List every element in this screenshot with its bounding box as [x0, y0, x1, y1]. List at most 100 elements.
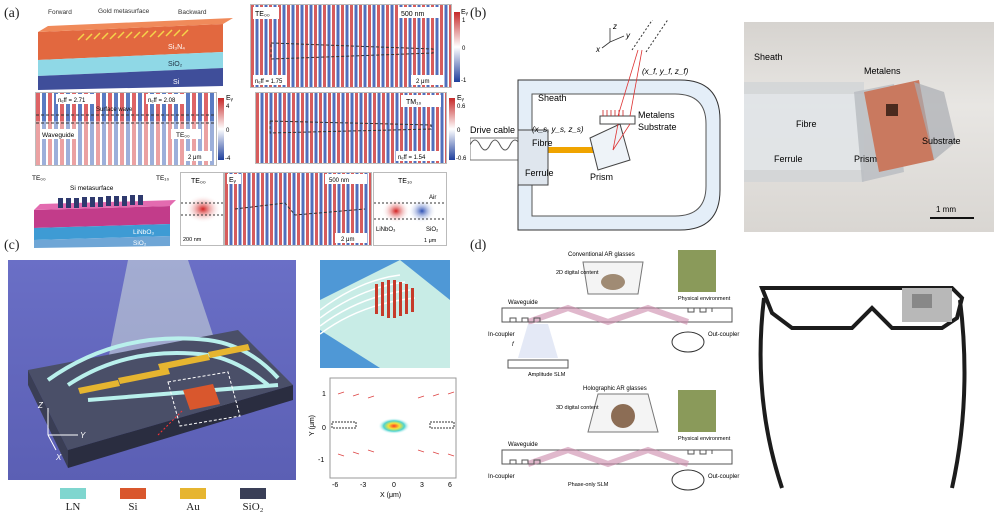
schematic-metalens: Metalens	[638, 110, 675, 120]
legend-swatch-au	[180, 488, 206, 499]
panel-label-b: (b)	[470, 6, 487, 21]
panel-label-c: (c)	[4, 238, 20, 253]
legend-item-si: Si	[120, 488, 146, 513]
metalens-probe-schematic: z y x Sheath Drive cable Fibre Ferrule P…	[470, 20, 721, 231]
plot-xlabel: X (μm)	[380, 492, 401, 499]
svg-text:SiO₂: SiO₂	[426, 227, 439, 233]
svg-text:-3: -3	[360, 482, 366, 489]
legend-swatch-ln	[60, 488, 86, 499]
svg-text:nₑff = 1.54: nₑff = 1.54	[398, 155, 426, 161]
panel-label-d: (d)	[470, 238, 487, 253]
label-gold-metasurface: Gold metasurface	[98, 8, 150, 15]
svg-text:TE₀₀: TE₀₀	[176, 132, 190, 139]
svg-text:Eᵧ: Eᵧ	[461, 9, 469, 16]
svg-text:Out-coupler: Out-coupler	[708, 474, 739, 480]
field-distribution-plot: 1 0 -1 -6 -3 0 3 6 X (μm) Y (μm)	[308, 374, 460, 499]
label-forward: Forward	[48, 9, 72, 16]
svg-text:TE₀₀: TE₀₀	[191, 178, 206, 185]
svg-text:X: X	[55, 453, 62, 462]
schematic-sheath: Sheath	[538, 93, 567, 103]
svg-text:f: f	[512, 342, 515, 348]
svg-text:Surface wave: Surface wave	[96, 107, 133, 113]
legend-item-au: Au	[180, 488, 206, 513]
svg-text:Z: Z	[37, 401, 44, 410]
svg-text:Out-coupler: Out-coupler	[708, 332, 739, 338]
svg-text:x: x	[595, 45, 601, 54]
svg-text:200 nm: 200 nm	[183, 237, 202, 243]
gold-metasurface-schematic: Forward Backward Gold metasurface Si₃N₄ …	[38, 8, 233, 90]
svg-text:Eᵧ: Eᵧ	[226, 95, 234, 102]
ar-glasses-photo	[752, 258, 992, 498]
schematic-source: (x_s, y_s, z_s)	[532, 125, 584, 134]
svg-text:SiO₂: SiO₂	[133, 240, 147, 247]
label-si3n4: Si₃N₄	[168, 44, 185, 51]
mode-profile-te00: TE₀₀ 200 nm	[180, 172, 224, 246]
svg-text:500 nm: 500 nm	[329, 178, 349, 184]
legend-item-ln: LN	[60, 488, 86, 513]
svg-text:3: 3	[420, 482, 424, 489]
svg-text:2D digital content: 2D digital content	[556, 270, 599, 276]
metalens-probe-photo: Sheath Metalens Fibre Ferrule Prism Subs…	[744, 22, 994, 232]
svg-text:Conventional AR glasses: Conventional AR glasses	[568, 252, 635, 258]
svg-text:Holographic AR glasses: Holographic AR glasses	[583, 386, 647, 392]
lithium-niobate-chip-render: Z Y X	[8, 260, 296, 480]
svg-text:Physical environment: Physical environment	[678, 296, 731, 302]
svg-text:-1: -1	[461, 78, 467, 84]
si-metasurface-linbo3-schematic: TE₀₀ TE₁₀ Si metasurface LiNbO₃ SiO₂	[32, 175, 176, 248]
scale-2um: 2 μm	[416, 79, 429, 85]
svg-text:4: 4	[226, 104, 230, 110]
legend-swatch-si	[120, 488, 146, 499]
label-sio2: SiO₂	[168, 61, 183, 68]
field-map-surface-wave: nₑff = 2.71 nₑff = 2.08 Surface wave Wav…	[35, 92, 217, 166]
svg-text:LiNbO₃: LiNbO₃	[133, 229, 154, 236]
svg-text:Eᵧ: Eᵧ	[229, 177, 237, 184]
ar-glasses-schematic: Conventional AR glasses 2D digital conte…	[488, 250, 739, 491]
schematic-prism: Prism	[590, 172, 613, 182]
plot-ylabel: Y (μm)	[309, 415, 316, 436]
colorbar-mid-left: Eᵧ 4 0 -4	[218, 95, 234, 162]
svg-text:-6: -6	[332, 482, 338, 489]
svg-text:Y: Y	[80, 431, 86, 440]
svg-text:TM₁₀: TM₁₀	[406, 99, 421, 106]
schematic-fibre: Fibre	[532, 138, 553, 148]
neff-label: nₑff = 1.75	[255, 79, 283, 85]
svg-text:Air: Air	[429, 195, 436, 201]
svg-text:0: 0	[462, 46, 466, 52]
photo-metalens: Metalens	[864, 66, 901, 76]
schematic-drive-cable: Drive cable	[470, 125, 515, 135]
svg-text:Physical environment: Physical environment	[678, 436, 731, 442]
svg-text:TE₀₀: TE₀₀	[32, 175, 46, 182]
svg-text:Waveguide: Waveguide	[508, 442, 538, 448]
svg-text:0.6: 0.6	[457, 104, 466, 110]
svg-text:6: 6	[448, 482, 452, 489]
field-map-te00: TE₀₀ 500 nm nₑff = 1.75 2 μm	[250, 4, 452, 88]
colorbar-top-right: Eᵧ 1 0 -1	[454, 9, 469, 84]
schematic-ferrule: Ferrule	[525, 168, 554, 178]
label-si: Si	[173, 79, 180, 86]
svg-text:0: 0	[457, 128, 461, 134]
svg-text:Amplitude SLM: Amplitude SLM	[528, 372, 566, 378]
svg-text:y: y	[625, 31, 631, 40]
svg-text:-4: -4	[225, 156, 231, 162]
legend-swatch-sio2	[240, 488, 266, 499]
svg-text:Phase-only SLM: Phase-only SLM	[568, 482, 609, 488]
scale-500nm: 500 nm	[401, 11, 425, 18]
svg-text:z: z	[612, 22, 617, 31]
colorbar-mid-right: Eᵧ 0.6 0 -0.6	[449, 95, 467, 162]
svg-text:0: 0	[392, 482, 396, 489]
svg-text:LiNbO₃: LiNbO₃	[376, 227, 396, 233]
svg-text:Waveguide: Waveguide	[42, 132, 75, 139]
svg-text:0: 0	[226, 128, 230, 134]
svg-text:Waveguide: Waveguide	[508, 300, 538, 306]
svg-text:nₑff = 2.08: nₑff = 2.08	[148, 98, 176, 104]
svg-text:-0.6: -0.6	[456, 156, 467, 162]
photo-scale: 1 mm	[936, 205, 956, 214]
svg-text:Eᵧ: Eᵧ	[457, 95, 465, 102]
svg-text:2 μm: 2 μm	[341, 237, 354, 243]
panel-label-a: (a)	[4, 6, 20, 21]
svg-text:nₑff = 2.71: nₑff = 2.71	[58, 98, 86, 104]
photo-fibre: Fibre	[796, 119, 817, 129]
photo-prism: Prism	[854, 154, 877, 164]
svg-text:-1: -1	[318, 457, 324, 464]
mode-profile-te10: TE₁₀ Air LiNbO₃ SiO₂ 1 μm	[373, 172, 447, 246]
